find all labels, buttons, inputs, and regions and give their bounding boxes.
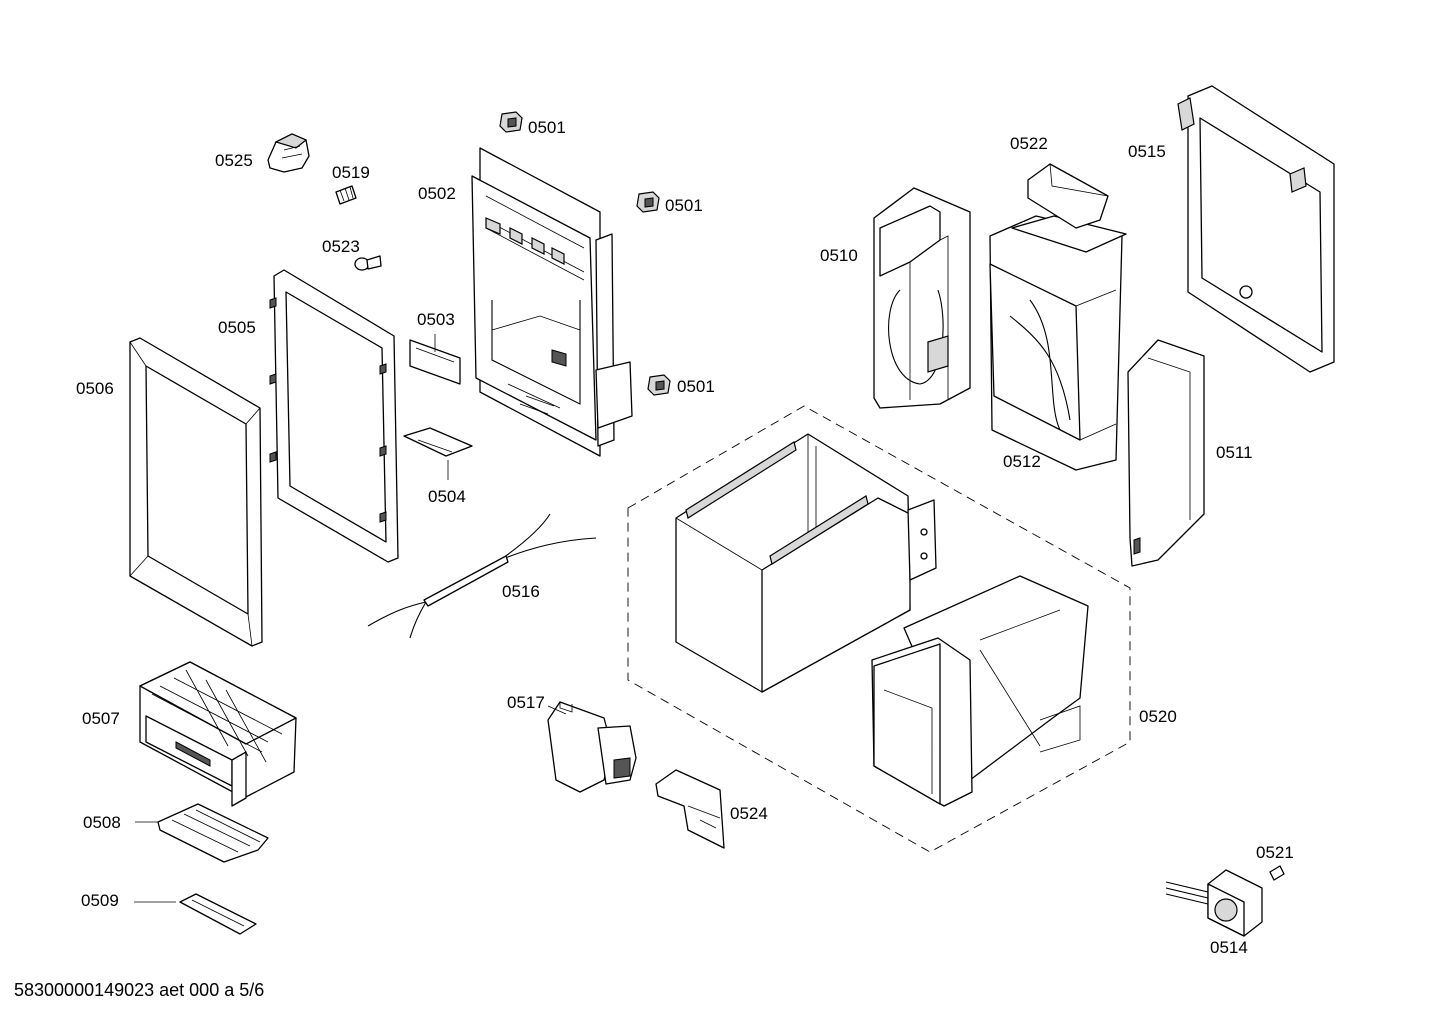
label-0517: 0517 <box>507 693 545 712</box>
part-0509-tray-insert <box>134 893 257 935</box>
label-0501-b: 0501 <box>665 196 703 215</box>
label-0503: 0503 <box>417 310 455 329</box>
label-0511: 0511 <box>1216 443 1253 462</box>
label-0505: 0505 <box>218 318 256 337</box>
part-0516-wire-harness <box>367 513 597 639</box>
label-0522: 0522 <box>1010 134 1048 153</box>
part-0505-inner-frame <box>269 269 399 563</box>
part-0520-bracket-box <box>675 433 937 693</box>
label-0501-c: 0501 <box>677 377 715 396</box>
label-0502: 0502 <box>418 184 456 203</box>
part-0520-enclosure-outline <box>627 405 1131 853</box>
part-0510-duct <box>873 187 971 409</box>
part-0502-dispenser-housing <box>471 147 633 457</box>
label-0504: 0504 <box>428 487 466 506</box>
label-0506: 0506 <box>76 379 114 398</box>
label-0525: 0525 <box>215 151 253 170</box>
label-0507: 0507 <box>82 709 120 728</box>
label-0510: 0510 <box>820 246 858 265</box>
label-0514: 0514 <box>1210 938 1248 957</box>
part-0523-bulb <box>354 255 382 271</box>
label-0524: 0524 <box>730 804 768 823</box>
label-0509: 0509 <box>81 891 119 910</box>
label-0521: 0521 <box>1256 843 1294 862</box>
label-0516: 0516 <box>502 582 540 601</box>
part-0517-auger-motor <box>547 701 637 793</box>
part-0519-lamp-socket <box>335 185 357 205</box>
label-0501-a: 0501 <box>528 118 566 137</box>
part-0522-cover-wedge <box>1027 163 1109 229</box>
label-0523: 0523 <box>322 237 360 256</box>
part-0521-screw <box>1269 865 1285 881</box>
part-0503-plate <box>409 339 461 385</box>
part-0506-outer-frame <box>129 337 263 647</box>
document-reference: 58300000149023 aet 000 a 5/6 <box>14 980 265 1000</box>
leader-0517 <box>547 705 567 715</box>
part-0501-clip-a <box>499 111 523 133</box>
part-0520-ice-bucket <box>871 575 1089 807</box>
part-0511-side-panel <box>1127 339 1205 567</box>
part-0507-dispenser-grille <box>139 661 297 807</box>
label-0519: 0519 <box>332 163 370 182</box>
part-0508-drip-tray <box>135 803 269 863</box>
label-0512: 0512 <box>1003 452 1041 471</box>
part-0504-plate <box>403 427 473 457</box>
part-0512-evaporator-assembly <box>989 215 1127 471</box>
part-0515-door-frame <box>1177 85 1335 373</box>
part-0524-mounting-bracket <box>655 769 725 849</box>
part-0501-clip-b <box>636 191 660 213</box>
part-0501-clip-c <box>647 374 671 396</box>
label-0515: 0515 <box>1128 142 1166 161</box>
part-0514-fan <box>1165 869 1263 937</box>
label-0520: 0520 <box>1139 707 1177 726</box>
part-0525-lamp-cover <box>267 133 310 173</box>
label-0508: 0508 <box>83 813 121 832</box>
